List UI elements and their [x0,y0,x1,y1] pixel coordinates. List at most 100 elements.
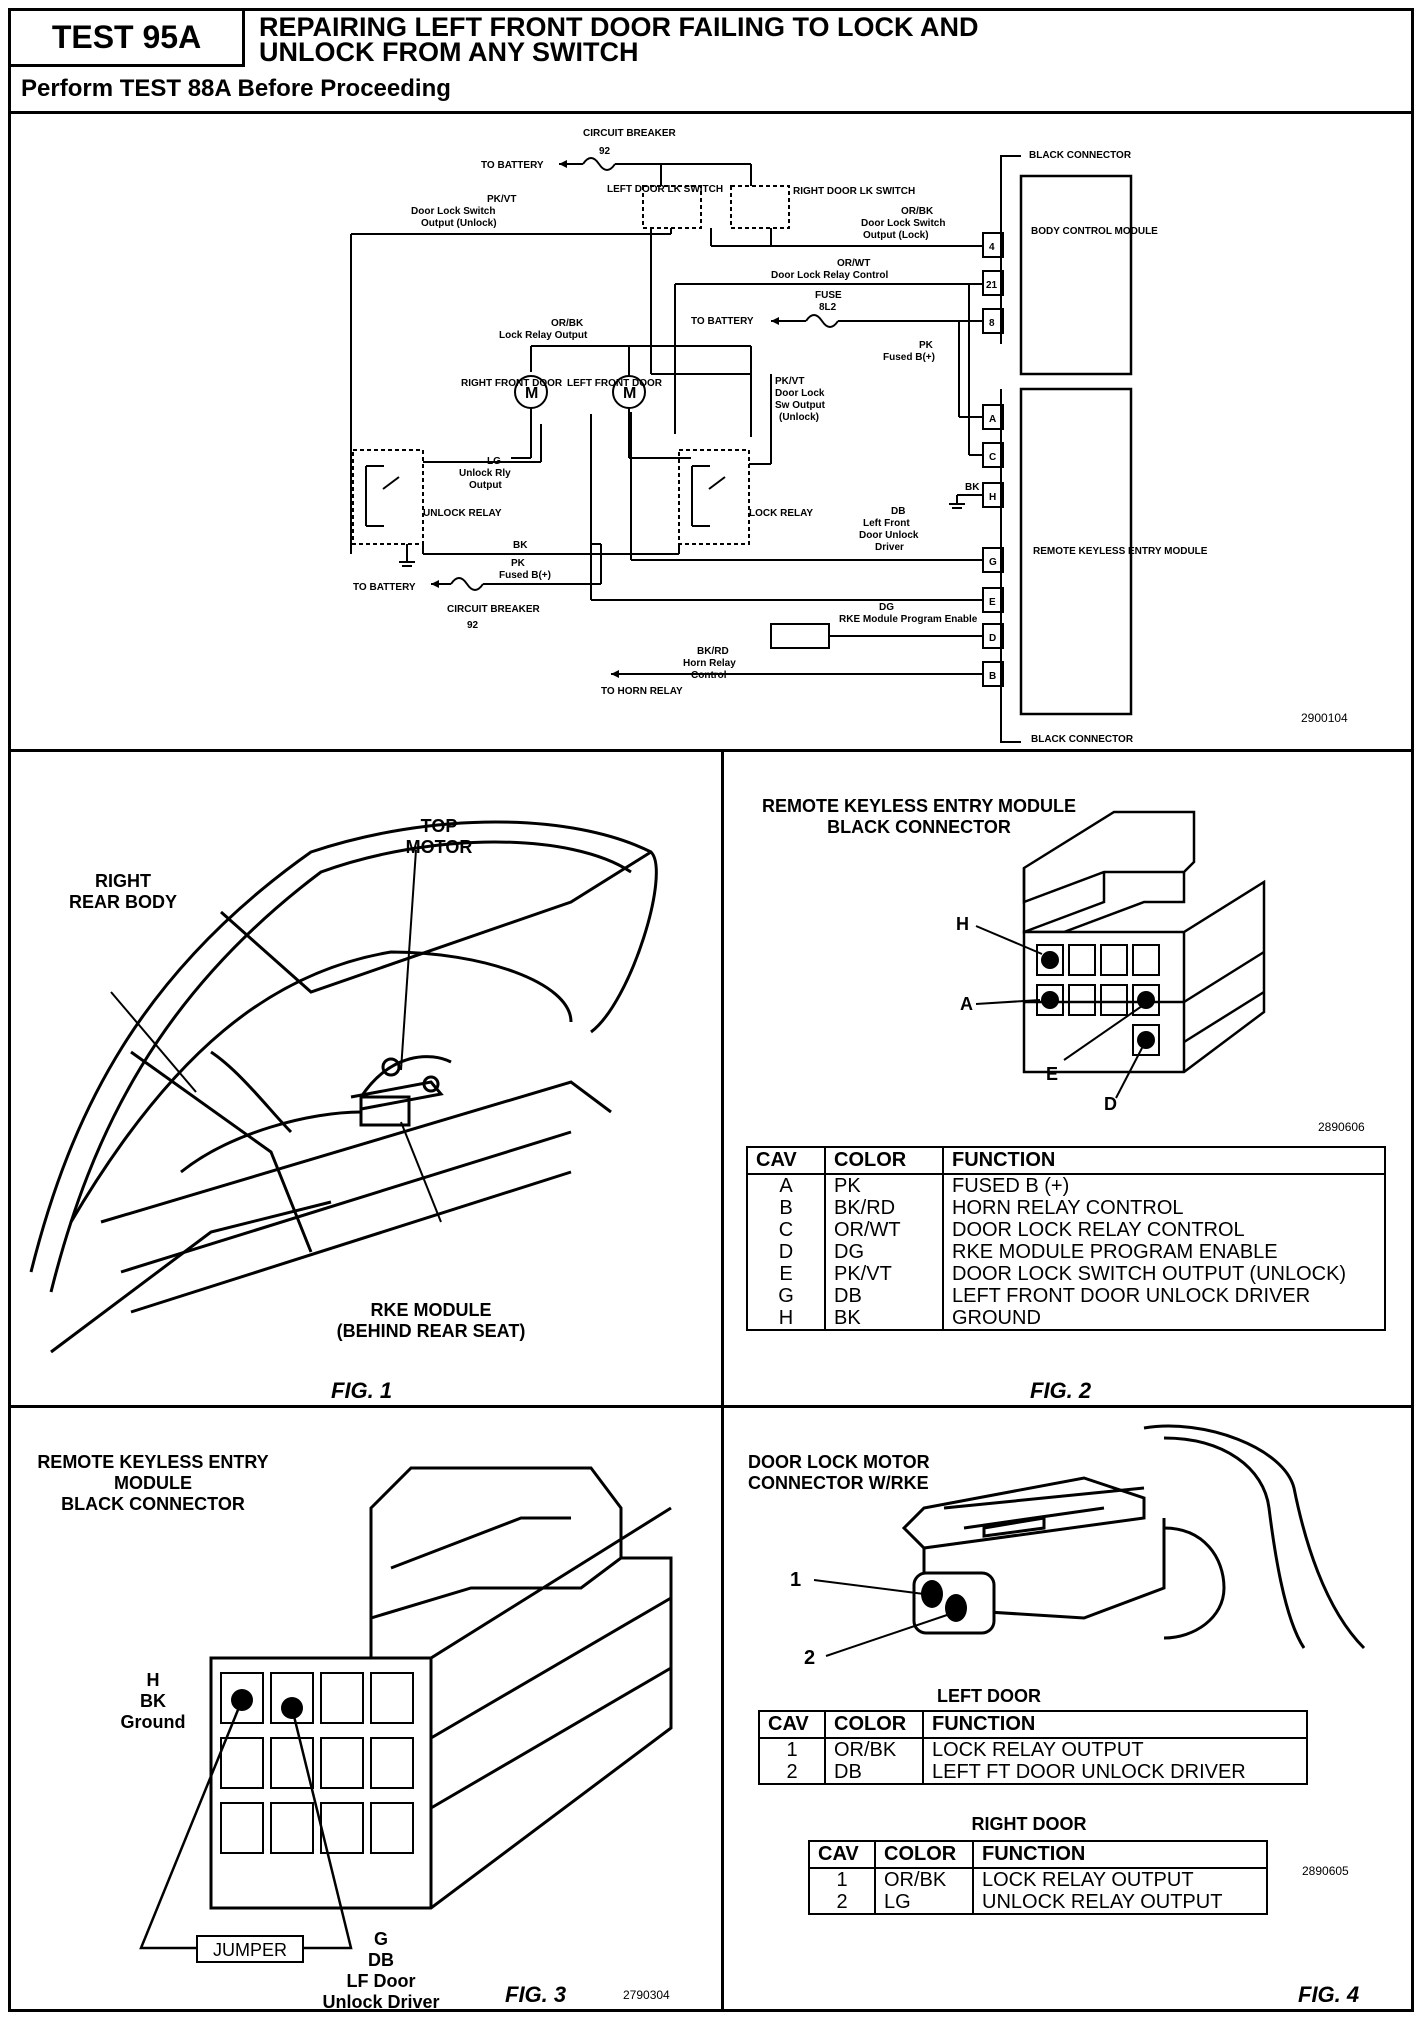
orbk-mid-desc: Lock Relay Output [499,330,588,341]
fig4-left-cav: 2 [758,1761,826,1785]
rke-pin-d: D [989,633,996,644]
fig4-left-color: DB [824,1761,924,1785]
to-horn-relay: TO HORN RELAY [601,686,683,697]
fig4-pin2-label: 2 [804,1647,815,1668]
fig4-left-function: LOCK RELAY OUTPUT [922,1738,1308,1761]
unlock-relay: UNLOCK RELAY [423,508,502,519]
pkvt-left: PK/VT [487,194,516,205]
fig3-code: 2790304 [623,1988,670,2002]
table-row: 2 DB LEFT FT DOOR UNLOCK DRIVER [758,1761,1308,1785]
fig1-tm-2: MOTOR [405,837,473,857]
fig3-g-label: G DB LF Door Unlock Driver [301,1929,461,2013]
fig1-caption: FIG. 1 [331,1378,393,1403]
fig2-color: DG [824,1241,944,1263]
fig4-connector-drawing: 1 2 [790,1424,1366,1668]
fig1-rrb-1: RIGHT [95,871,151,891]
fig3-g-4: Unlock Driver [322,1992,440,2012]
db-desc-1: Left Front [863,518,910,529]
pkvt-mid-desc-2: Sw Output [775,400,826,411]
rke-pin-c: C [989,452,996,463]
fig2-pin-e-dot [1137,991,1155,1009]
fig2-cav: A [746,1174,826,1197]
fig3-panel: REMOTE KEYLESS ENTRY MODULE BLACK CONNEC… [11,1408,724,2012]
fig2-cav: C [746,1219,826,1241]
table-row: 1 OR/BK LOCK RELAY OUTPUT [808,1868,1268,1891]
fig2-function: LEFT FRONT DOOR UNLOCK DRIVER [942,1285,1386,1307]
fig4-left-cav: 1 [758,1738,826,1761]
fig2-table: CAV COLOR FUNCTION A PK FUSED B (+) B BK… [746,1146,1386,1331]
bk-ground: BK [965,482,980,493]
pk-low: PK [511,558,526,569]
dg-label: DG [879,602,894,613]
right-door-lk-switch: RIGHT DOOR LK SWITCH [793,186,915,197]
db-label: DB [891,506,905,517]
prerequisite-note: Perform TEST 88A Before Proceeding [21,75,451,102]
fig4-pin1-label: 1 [790,1569,801,1591]
right-front-door: RIGHT FRONT DOOR [461,378,563,389]
fig4-title-2: CONNECTOR W/RKE [748,1473,929,1493]
fig2-title-1: REMOTE KEYLESS ENTRY MODULE [761,796,1077,816]
fuse-label: FUSE [815,290,842,301]
fig2-function: HORN RELAY CONTROL [942,1197,1386,1219]
schematic-svg: M M 4 21 8 A C H G E D B CIRCUIT BREAKER… [350,128,1348,745]
fig3-title-2: MODULE [114,1473,192,1493]
fig2-pin-h-dot [1041,951,1059,969]
fig3-title: REMOTE KEYLESS ENTRY MODULE BLACK CONNEC… [23,1452,283,1515]
bcm-pin-4: 4 [989,242,995,253]
fig2-cav: D [746,1241,826,1263]
fig4-left-th-color: COLOR [824,1710,924,1739]
cb-top-label: CIRCUIT BREAKER [583,128,677,139]
bkrd-label: BK/RD [697,646,729,657]
fuse-num: 8L2 [819,302,837,313]
fig4-right-th-color: COLOR [874,1840,974,1869]
fig2-pin-h: H [956,914,969,934]
fig4-title: DOOR LOCK MOTOR CONNECTOR W/RKE [748,1452,968,1494]
fig2-color: BK/RD [824,1197,944,1219]
fig4-right-color: LG [874,1891,974,1915]
fig4-left-door-title: LEFT DOOR [937,1686,1041,1706]
pkvt-mid: PK/VT [775,376,804,387]
fig2-function: RKE MODULE PROGRAM ENABLE [942,1241,1386,1263]
fig2-connector-drawing: H A E D [956,810,1266,1112]
db-desc-3: Driver [875,542,904,553]
fig4-right-table: CAV COLOR FUNCTION 1 OR/BK LOCK RELAY OU… [808,1840,1268,1915]
fig2-title-2: BLACK CONNECTOR [827,817,1011,837]
test-title-line-1: REPAIRING LEFT FRONT DOOR FAILING TO LOC… [259,12,979,42]
black-connector-top: BLACK CONNECTOR [1029,150,1132,161]
fig2-function: FUSED B (+) [942,1174,1386,1197]
bcm-label: BODY CONTROL MODULE [1031,226,1158,237]
rke-pin-b: B [989,671,996,682]
fig4-caption: FIG. 4 [1298,1982,1360,2007]
bcm-pin-21: 21 [986,280,998,291]
fig2-color: PK/VT [824,1263,944,1285]
wiring-schematic: M M 4 21 8 A C H G E D B CIRCUIT BREAKER… [11,114,1411,752]
fig2-color: PK [824,1174,944,1197]
test-id: TEST 95A [11,11,245,67]
fig4-right-color: OR/BK [874,1868,974,1891]
table-row: E PK/VT DOOR LOCK SWITCH OUTPUT (UNLOCK) [746,1263,1386,1285]
cb-low-num: 92 [467,620,479,631]
schematic-code: 2900104 [1301,711,1348,725]
service-manual-page: TEST 95A REPAIRING LEFT FRONT DOOR FAILI… [8,8,1414,2012]
table-row: 2 LG UNLOCK RELAY OUTPUT [808,1891,1268,1915]
leader-top-motor [400,849,417,1071]
motor-m-left: M [623,385,636,402]
fig4-right-door-title: RIGHT DOOR [971,1814,1087,1834]
lg-label: LG [487,456,501,467]
fig4-left-th-function: FUNCTION [922,1710,1308,1739]
table-row: 1 OR/BK LOCK RELAY OUTPUT [758,1738,1308,1761]
orbk-top: OR/BK [901,206,934,217]
fig4-right-function: LOCK RELAY OUTPUT [972,1868,1268,1891]
fig3-h-2: BK [140,1691,166,1711]
orwt-label: OR/WT [837,258,870,269]
pk-right: PK [919,340,934,351]
cb-top-num: 92 [599,146,611,157]
bkrd-desc-1: Horn Relay [683,658,736,669]
fig3-connector-drawing: JUMPER [139,1466,673,1963]
fig2-cav: E [746,1263,826,1285]
schematic-arrows [431,160,779,678]
fig1-right-rear-body-label: RIGHT REAR BODY [53,871,193,913]
fig2-pin-a-dot [1041,991,1059,1009]
pkvt-mid-desc-3: (Unlock) [779,412,819,423]
fig1-rke-1: RKE MODULE [370,1300,492,1320]
